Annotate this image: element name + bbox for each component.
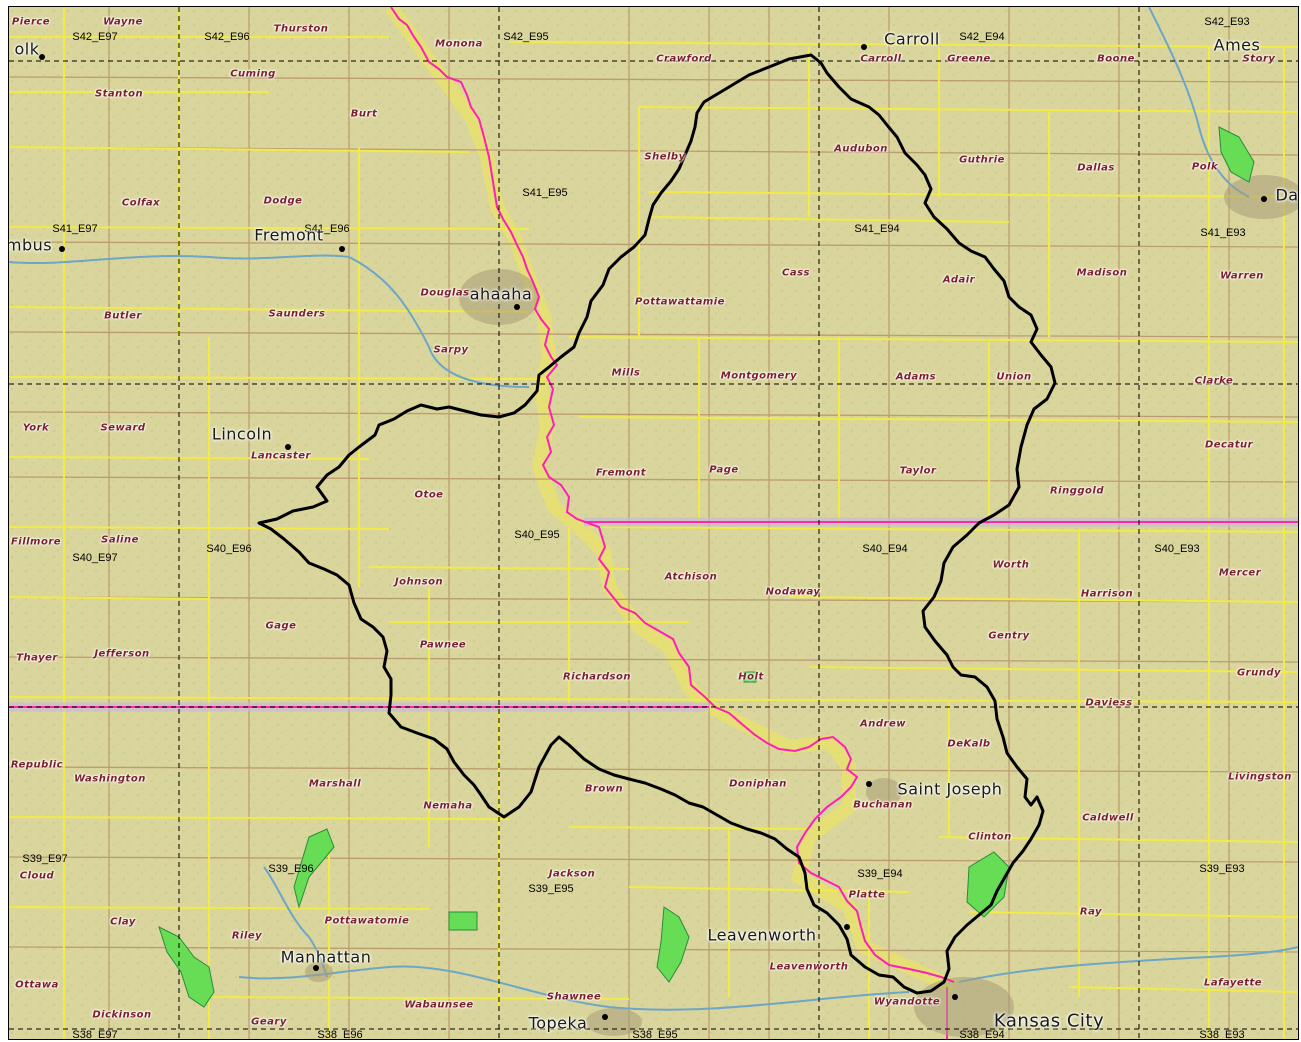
city-dot-topeka [602,1014,608,1020]
city-dot-fremont [339,246,345,252]
city-dot-leavenworth [844,924,850,930]
watershed-boundary [257,53,1057,995]
city-dot-manhattan [313,965,319,971]
state-lines [9,517,1298,1039]
city-dot-carroll [861,44,867,50]
floodplain-halo [385,7,957,994]
map-canvas[interactable] [9,7,1298,1039]
lakes [158,126,1255,1008]
city-dot-des-moines [1261,196,1267,202]
city-dot-olk [39,54,45,60]
city-dot-kansas-city [952,994,958,1000]
city-dot-lincoln [285,444,291,450]
city-dot-saint-joseph [866,781,872,787]
city-dot-columbus [59,246,65,252]
missouri-river [390,7,955,983]
grid-lines [9,7,1298,1039]
city-dot-omaha [514,304,520,310]
map-frame[interactable]: S42_E97 S42_E96 S42_E95 S42_E94 S42_E93 … [8,6,1299,1040]
